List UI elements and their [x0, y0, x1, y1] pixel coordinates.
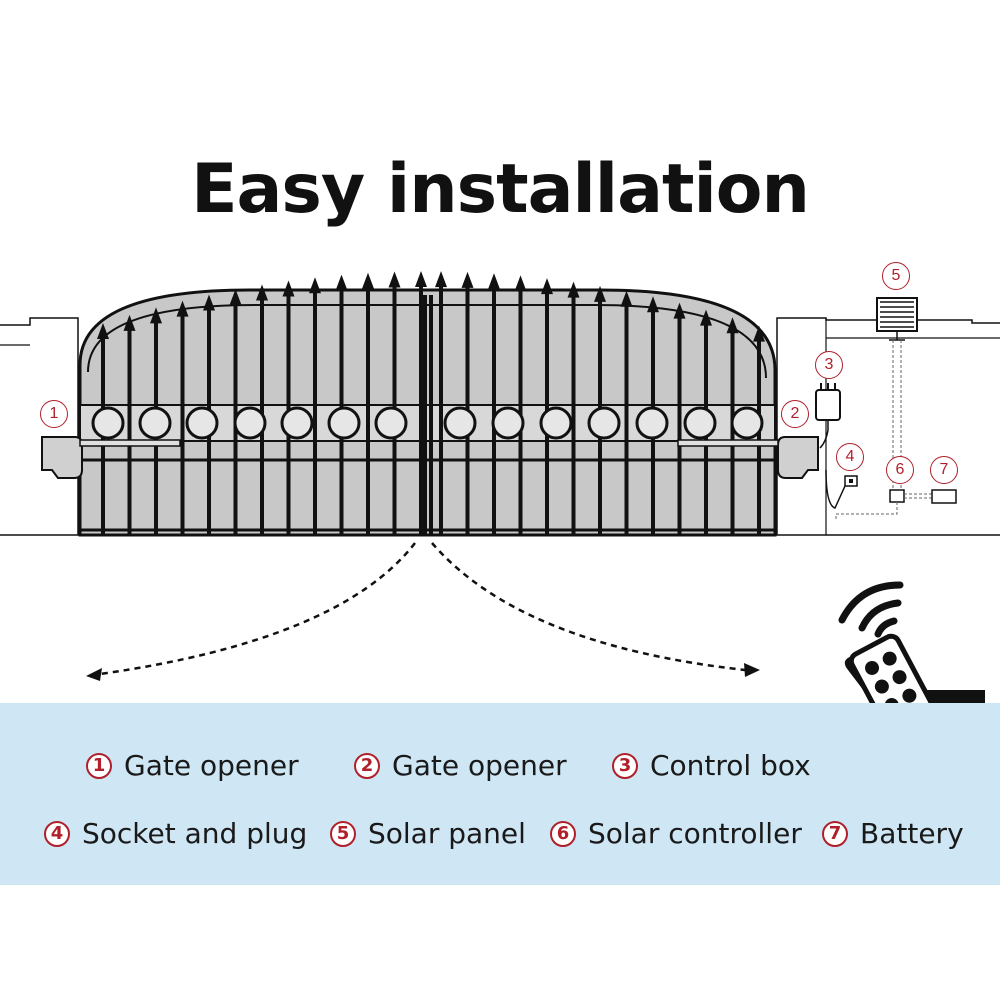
left-wall: [0, 317, 79, 536]
gate-opener-icon: [41, 436, 181, 479]
gate-icon: [78, 271, 777, 537]
wifi-signal-icon: [838, 581, 904, 638]
legend-item-gate-opener-2: 2 Gate opener: [354, 749, 567, 782]
legend-number: 2: [354, 752, 380, 779]
legend-label: Gate opener: [392, 749, 567, 782]
legend-number: 1: [86, 752, 112, 779]
battery-icon: [931, 489, 957, 504]
callout-7: 7: [930, 456, 958, 484]
solar-controller-icon: [835, 489, 932, 520]
legend-item-gate-opener-1: 1 Gate opener: [86, 749, 299, 782]
callout-5: 5: [882, 262, 910, 290]
legend-item-solar-panel: 5 Solar panel: [330, 817, 526, 850]
legend-item-battery: 7 Battery: [822, 817, 964, 850]
right-wall: [776, 317, 1000, 536]
legend-label: Control box: [650, 749, 811, 782]
legend-item-socket-and-plug: 4 Socket and plug: [44, 817, 307, 850]
socket-icon: [844, 475, 858, 487]
solar-panel-icon: [876, 297, 918, 490]
legend-number: 5: [330, 820, 356, 847]
callout-6: 6: [886, 456, 914, 484]
legend-item-solar-controller: 6 Solar controller: [550, 817, 802, 850]
callout-1: 1: [40, 400, 68, 428]
callout-2: 2: [781, 400, 809, 428]
legend-item-control-box: 3 Control box: [612, 749, 811, 782]
control-box-icon: [815, 383, 846, 509]
legend-label: Battery: [860, 817, 964, 850]
callout-3: 3: [815, 351, 843, 379]
gate-opener-icon: [677, 436, 819, 479]
legend-label: Solar panel: [368, 817, 526, 850]
legend-label: Gate opener: [124, 749, 299, 782]
legend-panel: 1 Gate opener 2 Gate opener 3 Control bo…: [0, 703, 1000, 885]
legend-number: 4: [44, 820, 70, 847]
swing-arrows: [86, 542, 760, 681]
legend-label: Solar controller: [588, 817, 802, 850]
legend-number: 6: [550, 820, 576, 847]
callout-4: 4: [836, 443, 864, 471]
legend-number: 3: [612, 752, 638, 779]
page-title: Easy installation: [191, 150, 810, 229]
legend-label: Socket and plug: [82, 817, 308, 850]
legend-number: 7: [822, 820, 848, 847]
